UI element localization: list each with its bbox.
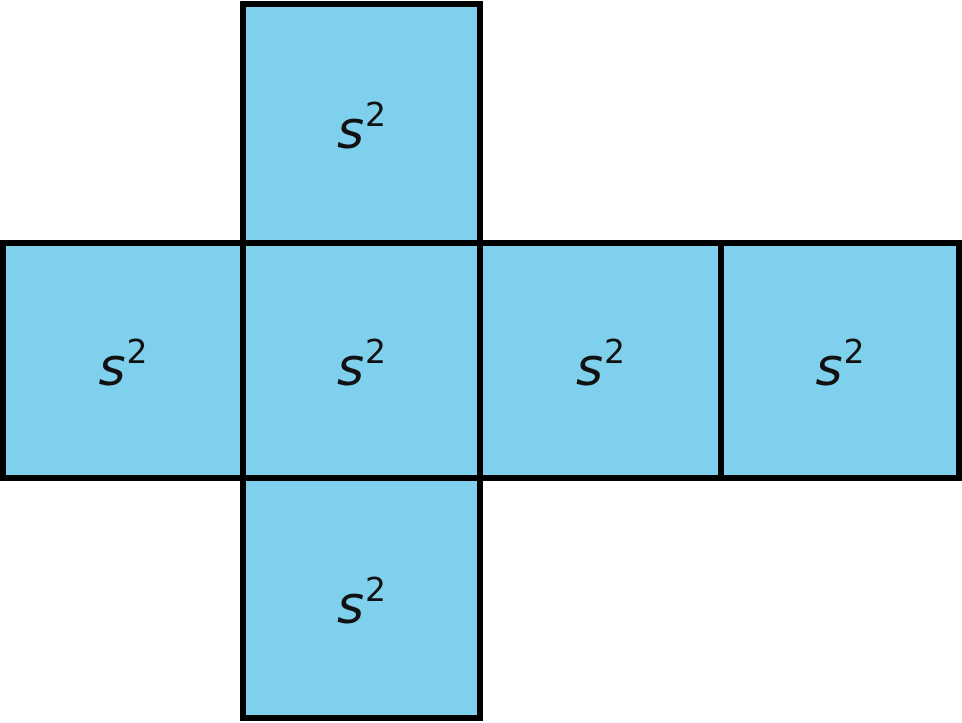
area-label: s2 (337, 98, 386, 157)
area-label-base: s (98, 338, 126, 398)
net-square-middle-far-right: s2 (718, 240, 962, 481)
area-label-exponent: 2 (365, 569, 387, 609)
area-label: s2 (815, 335, 864, 394)
area-label-exponent: 2 (365, 332, 387, 371)
area-label: s2 (98, 335, 147, 394)
area-label: s2 (337, 573, 386, 632)
net-square-middle-center: s2 (240, 240, 483, 481)
area-label: s2 (576, 335, 625, 394)
area-label-exponent: 2 (843, 332, 865, 371)
area-label-base: s (336, 101, 365, 161)
net-square-top: s2 (240, 1, 483, 246)
area-label-base: s (575, 338, 604, 398)
area-label-exponent: 2 (604, 332, 626, 371)
area-label-base: s (336, 338, 365, 398)
area-label: s2 (337, 335, 386, 394)
area-label-base: s (815, 338, 843, 398)
area-label-base: s (336, 575, 365, 636)
net-square-middle-right: s2 (477, 240, 724, 481)
net-square-bottom: s2 (240, 475, 483, 721)
area-label-exponent: 2 (126, 332, 148, 371)
area-label-exponent: 2 (365, 95, 387, 134)
net-square-middle-left: s2 (0, 240, 246, 481)
